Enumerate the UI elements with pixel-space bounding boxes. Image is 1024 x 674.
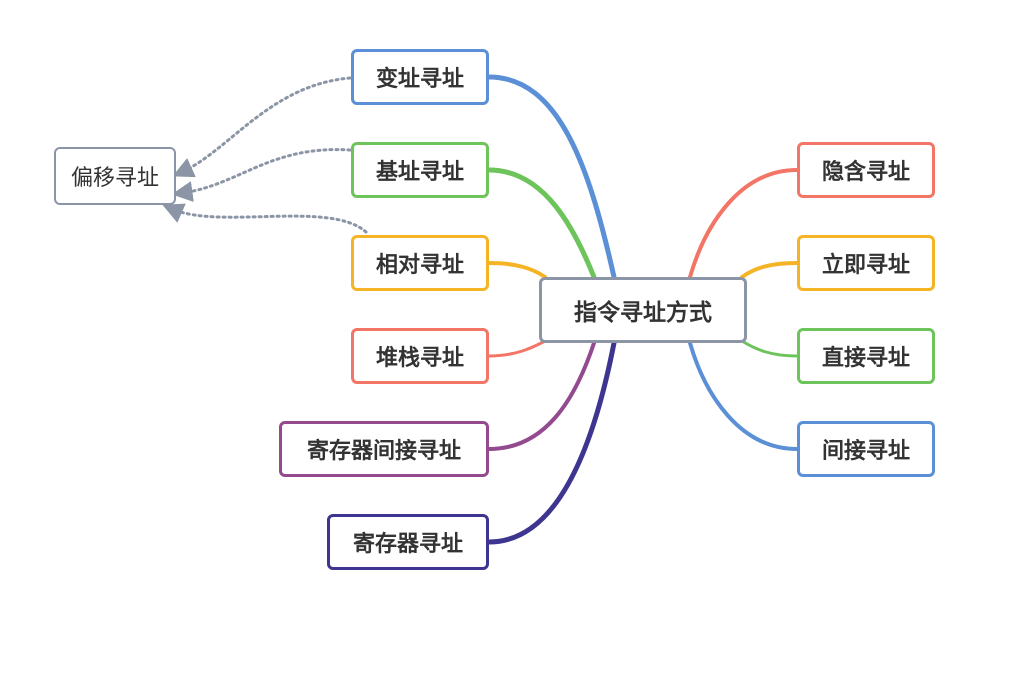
root-topic-label: 指令寻址方式 xyxy=(574,300,712,326)
branch-edge-7 xyxy=(740,261,799,279)
topic-indexed-addressing[interactable]: 变址寻址 xyxy=(351,49,489,105)
branch-edge-6 xyxy=(688,168,799,279)
topic-label: 寄存器间接寻址 xyxy=(306,439,461,464)
branch-edge-4 xyxy=(487,341,596,451)
topic-label: 变址寻址 xyxy=(375,67,464,92)
topic-label: 间接寻址 xyxy=(821,439,910,464)
branch-edge-5 xyxy=(486,340,617,545)
topic-label: 隐含寻址 xyxy=(821,160,910,185)
topic-label: 基址寻址 xyxy=(375,160,464,185)
topic-indirect-addressing[interactable]: 间接寻址 xyxy=(797,421,935,477)
branch-edge-0 xyxy=(486,74,617,280)
relation-arrow-2 xyxy=(162,203,368,234)
topic-label: 堆栈寻址 xyxy=(375,346,464,371)
root-topic[interactable]: 指令寻址方式 xyxy=(539,277,747,343)
branch-edge-2 xyxy=(487,261,547,279)
topic-stack-addressing[interactable]: 堆栈寻址 xyxy=(351,328,489,384)
topic-register-addressing[interactable]: 寄存器寻址 xyxy=(327,514,489,570)
topic-label: 相对寻址 xyxy=(375,253,464,278)
relation-arrow-0 xyxy=(172,76,352,178)
floating-topic-label: 偏移寻址 xyxy=(70,166,159,191)
topic-direct-addressing[interactable]: 直接寻址 xyxy=(797,328,935,384)
relation-arrow-1 xyxy=(171,148,352,202)
branch-edge-3 xyxy=(487,339,547,358)
branch-edge-9 xyxy=(688,341,799,451)
topic-label: 寄存器寻址 xyxy=(352,532,463,557)
topic-register-indirect-addressing[interactable]: 寄存器间接寻址 xyxy=(279,421,489,477)
floating-topic-offset-addressing[interactable]: 偏移寻址 xyxy=(54,147,176,205)
branch-edge-8 xyxy=(740,339,799,358)
topic-immediate-addressing[interactable]: 立即寻址 xyxy=(797,235,935,291)
topic-label: 立即寻址 xyxy=(821,253,910,278)
topic-label: 直接寻址 xyxy=(821,346,910,371)
branch-edge-1 xyxy=(486,167,597,280)
topic-base-addressing[interactable]: 基址寻址 xyxy=(351,142,489,198)
topic-relative-addressing[interactable]: 相对寻址 xyxy=(351,235,489,291)
topic-implied-addressing[interactable]: 隐含寻址 xyxy=(797,142,935,198)
